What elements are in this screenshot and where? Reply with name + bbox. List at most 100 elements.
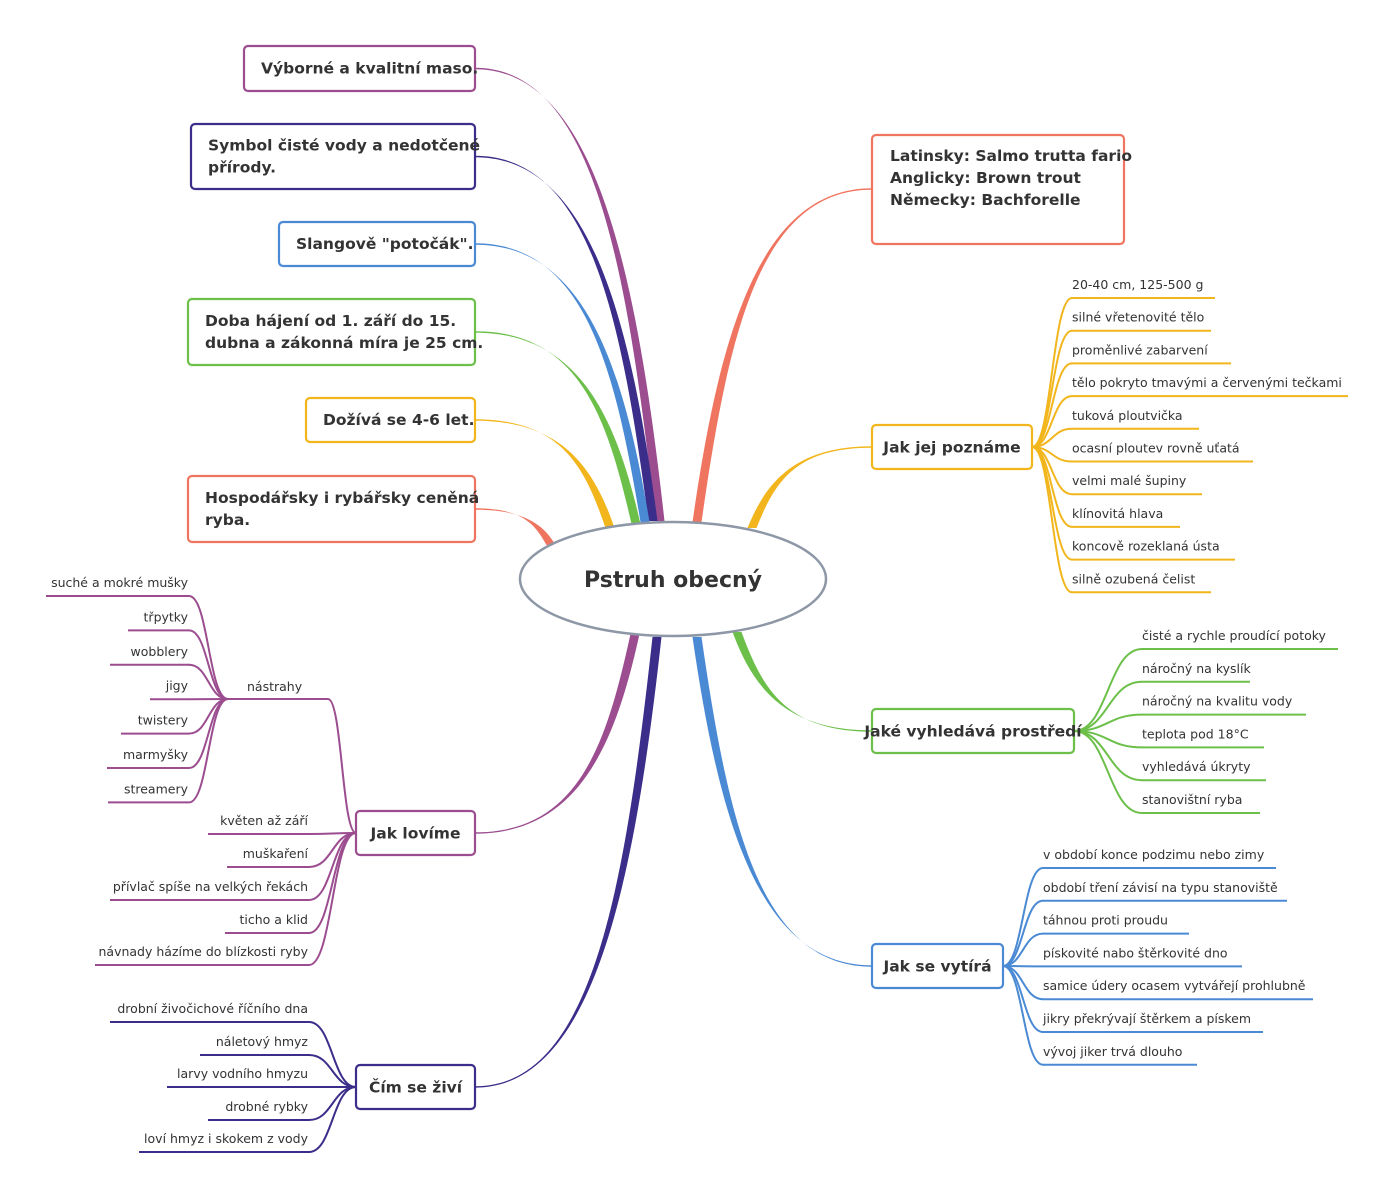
- fact-text: Hospodářsky i rybářsky ceněná: [205, 489, 479, 507]
- potrava-leaf: drobní živočichové říčního dna: [117, 1001, 308, 1016]
- lov-leaf: přívlač spíše na velkých řekách: [113, 879, 308, 894]
- vytirani-leaf: táhnou proti proudu: [1043, 913, 1168, 928]
- potrava-leaf: larvy vodního hmyzu: [177, 1066, 308, 1081]
- nastrahy-leaf-connector: [188, 698, 229, 769]
- node-layer: Výborné a kvalitní maso. Symbol čisté vod…: [46, 44, 1348, 1153]
- poznani-leaf: silné vřetenovité tělo: [1072, 310, 1204, 325]
- fact-text: Dožívá se 4-6 let.: [323, 411, 474, 429]
- fact-text: Doba hájení od 1. září do 15.: [205, 312, 456, 330]
- lov-leaf: muškaření: [243, 846, 309, 861]
- nastrahy-leaf: třpytky: [144, 609, 189, 624]
- central-topic[interactable]: [518, 520, 828, 638]
- lov-connector: [475, 634, 640, 834]
- names-text: Německy: Bachforelle: [890, 191, 1081, 209]
- fact-connector: [475, 331, 641, 524]
- poznani-leaf-connector: [1031, 446, 1073, 561]
- vytirani-node[interactable]: [870, 942, 1005, 990]
- poznani-leaf: silně ozubená čelist: [1072, 571, 1195, 586]
- poznani-node[interactable]: [870, 423, 1034, 471]
- nastrahy-leaf: twistery: [138, 713, 189, 728]
- fact-text: přírody.: [208, 159, 276, 177]
- prostredi-leaf-connector: [1073, 680, 1143, 732]
- fact-connector: [475, 67, 665, 522]
- fact-text: dubna a zákonná míra je 25 cm.: [205, 334, 483, 352]
- names-text: Anglicky: Brown trout: [890, 169, 1082, 187]
- nastrahy-leaf: wobblery: [131, 644, 189, 659]
- vytirani-leaf: samice údery ocasem vytvářejí prohlubně: [1043, 978, 1306, 993]
- prostredi-leaf: čisté a rychle proudící potoky: [1142, 628, 1327, 643]
- potrava-connector: [475, 637, 662, 1088]
- potrava-label: Čím se živí: [369, 1078, 463, 1097]
- poznani-leaf: tuková ploutvička: [1072, 408, 1183, 423]
- lov-leaf: ticho a klid: [239, 912, 308, 927]
- fact-text: Výborné a kvalitní maso.: [261, 60, 478, 78]
- fact-box[interactable]: [242, 44, 477, 93]
- nastrahy-label: nástrahy: [247, 679, 303, 694]
- vytirani-connector: [692, 637, 872, 967]
- names-text: Latinsky: Salmo trutta fario: [890, 147, 1132, 165]
- poznani-leaf-connector: [1031, 297, 1073, 448]
- prostredi-leaf-connector: [1073, 648, 1143, 732]
- poznani-leaf-connector: [1031, 329, 1073, 448]
- prostredi-node[interactable]: [870, 707, 1076, 755]
- vytirani-leaf-connector: [1002, 899, 1044, 967]
- potrava-node[interactable]: [354, 1063, 477, 1111]
- prostredi-connector: [732, 632, 872, 732]
- poznani-leaf-connector: [1031, 362, 1073, 448]
- fact-text: ryba.: [205, 511, 250, 529]
- poznani-leaf: koncově rozeklaná ústa: [1072, 539, 1220, 554]
- lov-leaf-connector: [308, 832, 357, 934]
- nastrahy-connector: [327, 698, 357, 834]
- potrava-leaf-connector: [308, 1086, 357, 1153]
- prostredi-leaf: vyhledává úkryty: [1142, 759, 1251, 774]
- fact-text: Slangově "potočák".: [296, 235, 474, 253]
- lov-label: Jak lovíme: [370, 825, 461, 843]
- vytirani-label: Jak se vytírá: [882, 958, 991, 976]
- prostredi-leaf: náročný na kvalitu vody: [1142, 694, 1293, 709]
- fact-connector: [475, 155, 658, 522]
- vytirani-leaf: pískovité nabo štěrkovité dno: [1043, 945, 1228, 960]
- lov-leaf: květen až září: [220, 813, 308, 828]
- poznani-connector: [747, 446, 872, 528]
- fact-box[interactable]: [186, 474, 477, 544]
- lov-leaf-connector: [308, 832, 357, 966]
- fact-box[interactable]: [277, 220, 477, 268]
- nastrahy-leaf-connector: [188, 595, 229, 700]
- fact-box[interactable]: [186, 297, 477, 367]
- poznani-label: Jak jej poznáme: [882, 439, 1020, 457]
- lov-leaf: návnady házíme do blízkosti ryby: [99, 944, 309, 959]
- potrava-leaf: loví hmyz i skokem z vody: [144, 1131, 309, 1146]
- fact-connector: [475, 243, 650, 523]
- prostredi-leaf: stanovištní ryba: [1142, 792, 1242, 807]
- prostredi-leaf: teplota pod 18°C: [1142, 726, 1249, 741]
- nastrahy-leaf-connector: [188, 698, 229, 804]
- potrava-leaf: náletový hmyz: [216, 1034, 309, 1049]
- names-box[interactable]: [870, 133, 1126, 246]
- fact-connector: [475, 508, 556, 545]
- nastrahy-leaf-connector: [188, 629, 229, 700]
- vytirani-leaf: v období konce podzimu nebo zimy: [1043, 847, 1265, 862]
- prostredi-label: Jaké vyhledává prostředí: [863, 723, 1082, 741]
- fact-connector: [475, 419, 615, 528]
- nastrahy-leaf: suché a mokré mušky: [51, 575, 189, 590]
- connector-layer: [188, 67, 1143, 1153]
- potrava-leaf-connector: [308, 1086, 357, 1121]
- poznani-leaf: ocasní ploutev rovně uťatá: [1072, 441, 1240, 456]
- central-topic-label: Pstruh obecný: [584, 568, 762, 593]
- names-connector: [692, 188, 872, 523]
- poznani-leaf: proměnlivé zabarvení: [1072, 342, 1208, 357]
- fact-box[interactable]: [189, 122, 477, 191]
- nastrahy-leaf: streamery: [124, 781, 189, 796]
- potrava-leaf-connector: [308, 1054, 357, 1088]
- nastrahy-leaf-connector: [188, 663, 229, 700]
- vytirani-leaf-connector: [1002, 965, 1044, 1066]
- poznani-leaf: 20-40 cm, 125-500 g: [1072, 277, 1203, 292]
- poznani-leaf: klínovitá hlava: [1072, 506, 1163, 521]
- lov-node[interactable]: [354, 809, 477, 857]
- fact-box[interactable]: [304, 396, 477, 444]
- nastrahy-leaf: jigy: [165, 678, 189, 693]
- potrava-leaf: drobné rybky: [225, 1099, 308, 1114]
- potrava-leaf-connector: [308, 1021, 357, 1088]
- fact-text: Symbol čisté vody a nedotčené: [208, 137, 480, 155]
